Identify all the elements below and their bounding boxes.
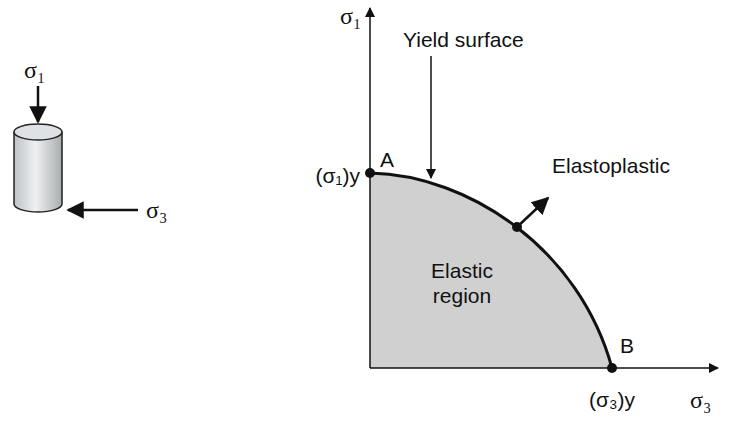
axis [369, 8, 371, 368]
point [607, 363, 617, 373]
value-label: (σ₃)y [589, 388, 635, 411]
point-label: A [380, 148, 394, 171]
cylinder-specimen [14, 124, 62, 212]
axis-label: σ₃ [690, 387, 711, 413]
sigma-label: σ₁ [24, 57, 45, 83]
callout-label: Elastoplastic [552, 154, 670, 177]
point-label: B [620, 334, 634, 357]
elastic-region [370, 173, 612, 368]
region-label: Elastic region [412, 258, 512, 308]
leader-arrow [430, 56, 432, 178]
sigma-label: σ₃ [146, 197, 167, 223]
axis-label: σ₁ [340, 3, 361, 29]
callout-label: Yield surface [403, 28, 524, 51]
value-label: (σ₁)y [315, 164, 360, 187]
load-arrow [37, 86, 40, 122]
normal-arrow [517, 198, 548, 227]
axis [370, 367, 718, 369]
load-arrow [68, 209, 138, 212]
region-text: Elastic region [412, 258, 512, 308]
point [365, 168, 375, 178]
yield-curve [370, 173, 612, 368]
